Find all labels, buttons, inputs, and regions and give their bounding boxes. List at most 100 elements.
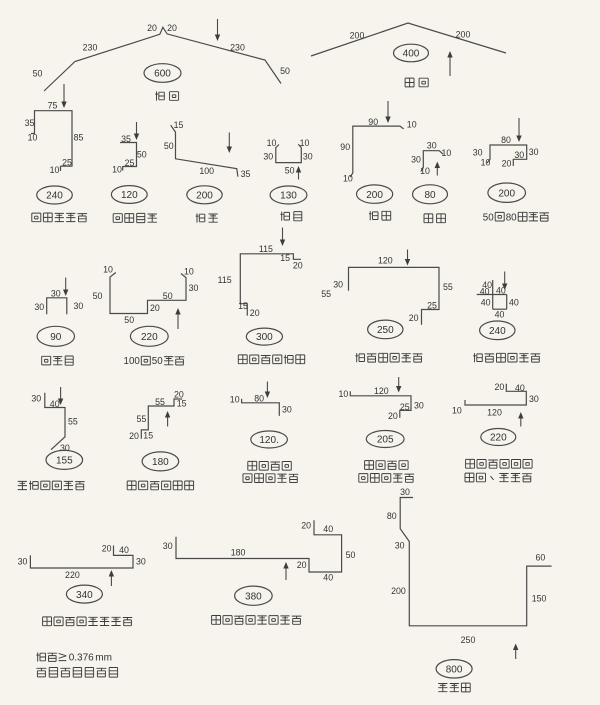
svg-text:205: 205 xyxy=(377,435,394,446)
svg-text:30: 30 xyxy=(18,557,28,567)
svg-text:230: 230 xyxy=(83,43,98,53)
svg-text:250: 250 xyxy=(461,635,476,645)
svg-text:20: 20 xyxy=(388,411,398,421)
svg-text:40: 40 xyxy=(495,310,505,320)
svg-text:20: 20 xyxy=(102,544,112,554)
svg-text:10: 10 xyxy=(343,174,353,184)
svg-text:0.376: 0.376 xyxy=(69,653,94,664)
svg-text:230: 230 xyxy=(230,43,245,53)
svg-text:90: 90 xyxy=(50,332,62,343)
svg-text:55: 55 xyxy=(137,414,147,424)
svg-text:100: 100 xyxy=(199,166,214,176)
svg-text:25: 25 xyxy=(427,301,437,311)
svg-text:20: 20 xyxy=(409,313,419,323)
svg-text:10: 10 xyxy=(230,395,240,405)
svg-text:120: 120 xyxy=(374,386,389,396)
svg-text:15: 15 xyxy=(177,399,187,409)
svg-text:55: 55 xyxy=(321,289,331,299)
svg-text:30: 30 xyxy=(136,557,146,567)
svg-text:80: 80 xyxy=(501,135,511,145)
svg-text:20: 20 xyxy=(293,261,303,271)
svg-text:50: 50 xyxy=(33,69,43,79)
svg-text:20: 20 xyxy=(250,308,260,318)
svg-text:15: 15 xyxy=(143,430,153,440)
svg-text:30: 30 xyxy=(34,302,44,312)
svg-text:30: 30 xyxy=(427,140,437,150)
svg-text:30: 30 xyxy=(163,541,173,551)
svg-text:40: 40 xyxy=(482,280,492,290)
svg-text:200: 200 xyxy=(366,190,383,201)
svg-text:40: 40 xyxy=(323,573,333,583)
svg-text:30: 30 xyxy=(189,283,199,293)
svg-text:10: 10 xyxy=(267,138,277,148)
svg-text:40: 40 xyxy=(509,298,519,308)
svg-text:600: 600 xyxy=(154,69,171,80)
svg-text:40: 40 xyxy=(480,286,490,296)
svg-text:10: 10 xyxy=(339,389,349,399)
svg-text:80: 80 xyxy=(424,190,436,201)
svg-text:240: 240 xyxy=(46,191,63,202)
svg-text:30: 30 xyxy=(60,443,70,453)
svg-text:90: 90 xyxy=(340,142,350,152)
svg-text:100: 100 xyxy=(124,356,141,367)
svg-text:85: 85 xyxy=(74,133,84,143)
svg-text:25: 25 xyxy=(125,158,135,168)
svg-text:60: 60 xyxy=(536,553,546,563)
svg-text:300: 300 xyxy=(256,332,273,343)
svg-text:10: 10 xyxy=(407,120,417,130)
svg-text:50: 50 xyxy=(93,291,103,301)
svg-text:10: 10 xyxy=(452,406,462,416)
svg-text:120.: 120. xyxy=(259,435,278,446)
svg-text:30: 30 xyxy=(400,487,410,497)
svg-text:220: 220 xyxy=(490,433,507,444)
svg-text:50: 50 xyxy=(137,150,147,160)
svg-text:40: 40 xyxy=(515,383,525,393)
svg-text:55: 55 xyxy=(155,397,165,407)
svg-text:180: 180 xyxy=(152,457,169,468)
svg-text:10: 10 xyxy=(112,165,122,175)
svg-text:30: 30 xyxy=(74,301,84,311)
svg-text:50: 50 xyxy=(280,66,290,76)
svg-text:50: 50 xyxy=(124,315,134,325)
svg-text:30: 30 xyxy=(411,155,421,165)
svg-text:55: 55 xyxy=(443,282,453,292)
svg-text:50: 50 xyxy=(285,166,295,176)
svg-text:30: 30 xyxy=(303,152,313,162)
svg-text:25: 25 xyxy=(62,158,72,168)
svg-text:50: 50 xyxy=(152,356,163,367)
svg-text:800: 800 xyxy=(446,664,463,675)
svg-text:115: 115 xyxy=(218,275,232,285)
svg-text:220: 220 xyxy=(65,570,80,580)
svg-text:40: 40 xyxy=(323,524,333,534)
svg-text:30: 30 xyxy=(529,394,539,404)
svg-text:20: 20 xyxy=(297,560,307,570)
svg-text:55: 55 xyxy=(68,417,78,427)
svg-text:35: 35 xyxy=(241,169,251,179)
svg-text:200: 200 xyxy=(196,191,213,202)
svg-text:200: 200 xyxy=(498,188,515,199)
svg-text:150: 150 xyxy=(532,594,547,604)
svg-text:15: 15 xyxy=(174,120,184,130)
svg-text:30: 30 xyxy=(529,147,539,157)
svg-text:40: 40 xyxy=(119,545,129,555)
svg-text:15: 15 xyxy=(280,253,290,263)
svg-text:30: 30 xyxy=(51,288,61,298)
svg-text:80: 80 xyxy=(506,212,517,223)
svg-text:mm: mm xyxy=(95,653,112,664)
svg-text:10: 10 xyxy=(420,166,430,176)
svg-text:10: 10 xyxy=(481,158,491,168)
svg-text:20: 20 xyxy=(174,389,184,399)
svg-text:10: 10 xyxy=(50,165,60,175)
svg-text:30: 30 xyxy=(395,540,405,550)
svg-text:240: 240 xyxy=(489,326,506,337)
svg-text:75: 75 xyxy=(48,101,58,111)
svg-text:30: 30 xyxy=(31,394,41,404)
svg-text:220: 220 xyxy=(141,332,158,343)
svg-text:30: 30 xyxy=(514,150,524,160)
svg-text:120: 120 xyxy=(487,408,502,418)
svg-text:20: 20 xyxy=(167,23,177,33)
svg-text:10: 10 xyxy=(28,133,38,143)
svg-text:35: 35 xyxy=(121,134,131,144)
svg-text:30: 30 xyxy=(473,148,483,158)
svg-text:200: 200 xyxy=(391,586,406,596)
